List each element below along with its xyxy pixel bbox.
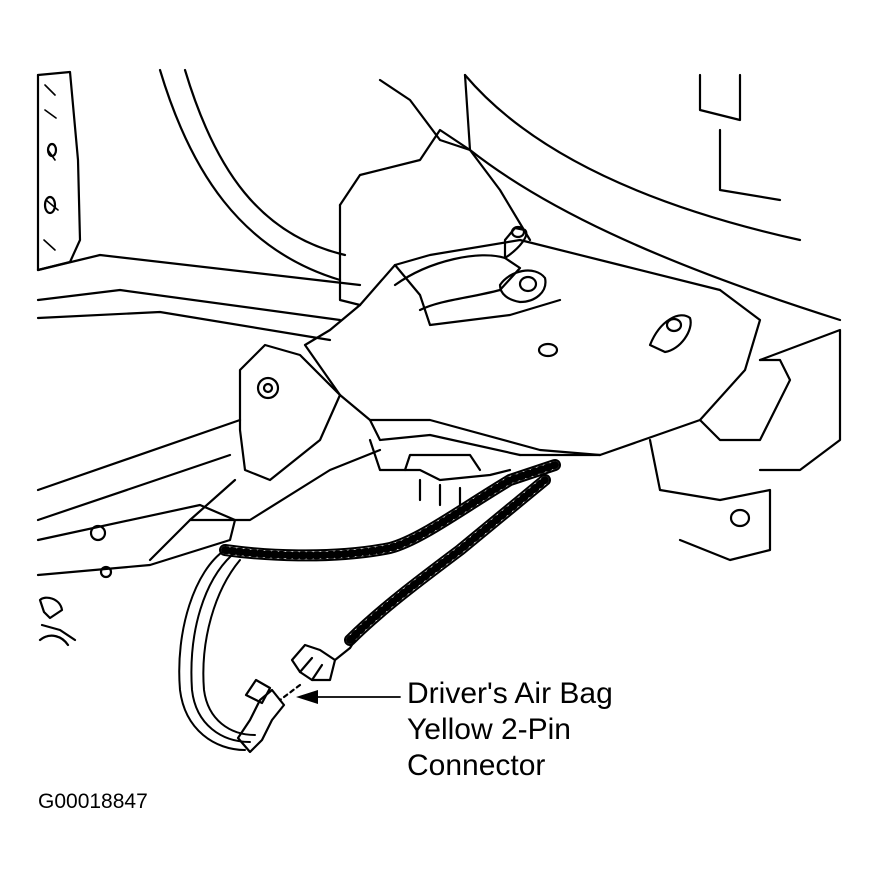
- module-plug-area: [368, 438, 512, 507]
- column-mount-block: [148, 343, 382, 562]
- dashboard-left-panel: [36, 70, 82, 272]
- callout-label: Driver's Air Bag Yellow 2-Pin Connector: [407, 676, 613, 784]
- figure-id: G00018847: [38, 790, 148, 813]
- callout-line-3: Connector: [407, 749, 546, 782]
- upper-dash-shell: [158, 68, 842, 322]
- column-lower-shroud: [303, 288, 842, 562]
- lower-left-bracket: [38, 596, 77, 647]
- callout-leader: [296, 690, 401, 704]
- cross-car-beam: [36, 253, 362, 579]
- callout-line-2: Yellow 2-Pin: [407, 713, 571, 746]
- yellow-2-pin-connector: [236, 638, 357, 754]
- steering-column-bracket: [338, 128, 722, 358]
- callout-line-1: Driver's Air Bag: [407, 677, 613, 710]
- wiring-harness: [178, 459, 561, 751]
